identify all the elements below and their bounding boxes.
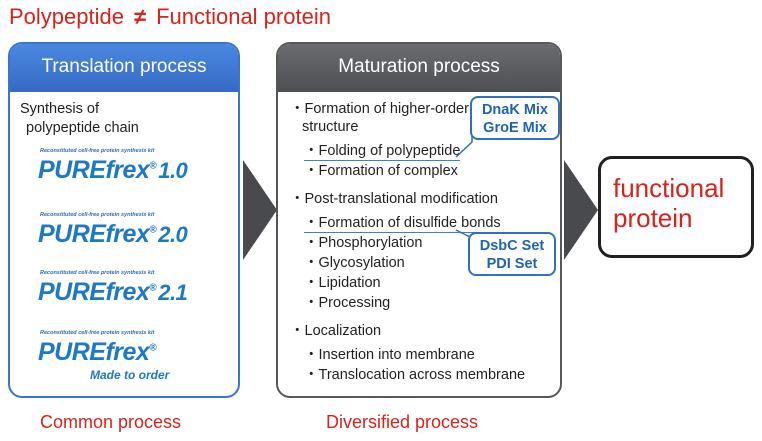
ptm-heading: ・Post-translational modification <box>290 191 498 207</box>
kit-subtext: Made to order <box>90 368 170 382</box>
kit-version: 1.0 <box>158 158 188 183</box>
translocation-item: ・Translocation across membrane <box>304 367 526 383</box>
membrane-insertion-item: ・Insertion into membrane <box>304 347 475 363</box>
callout1-connector <box>455 134 473 158</box>
result-line2: protein <box>613 203 693 233</box>
higher-order-structure-heading: ・Formation of higher-order <box>290 101 469 117</box>
kit-brand-name: PUREfrex <box>38 220 150 248</box>
translation-subtitle-line1: Synthesis of <box>20 101 99 117</box>
processing-item: ・Processing <box>304 295 391 311</box>
common-process-label: Common process <box>40 412 182 432</box>
arrow-right-icon <box>243 160 277 260</box>
purefrex-2-1-logo: Reconstituted cell-free protein synthesi… <box>38 270 228 322</box>
kit-version: 2.0 <box>158 222 188 247</box>
headline-right: Functional protein <box>156 4 331 29</box>
kit-brand: PUREfrex® <box>38 338 157 366</box>
callout-dnak: DnaK Mix <box>481 102 549 118</box>
callout-groe: GroE Mix <box>483 120 547 136</box>
result-line1: functional <box>613 173 725 203</box>
kit-tagline: Reconstituted cell-free protein synthesi… <box>40 330 155 336</box>
arrow-right-icon <box>564 160 598 260</box>
glycosylation-item: ・Glycosylation <box>304 255 405 271</box>
kit-tagline: Reconstituted cell-free protein synthesi… <box>40 148 155 154</box>
headline-left: Polypeptide <box>9 4 124 29</box>
not-equal-sign: ≠ <box>133 4 147 29</box>
kit-brand-name: PUREfrex <box>38 338 150 366</box>
kit-tagline: Reconstituted cell-free protein synthesi… <box>40 212 155 218</box>
complex-item: ・Formation of complex <box>304 163 458 179</box>
kit-brand-name: PUREfrex <box>38 156 150 184</box>
phosphorylation-item: ・Phosphorylation <box>304 235 423 251</box>
kit-tagline: Reconstituted cell-free protein synthesi… <box>40 270 155 276</box>
translation-process-box: Translation process Synthesis of polypep… <box>8 42 240 398</box>
localization-heading: ・Localization <box>290 323 382 339</box>
higher-order-structure-heading-cont: structure <box>302 119 359 135</box>
functional-protein-label: functional protein <box>613 173 724 233</box>
folding-item-text: ・Folding of polypeptide <box>304 143 461 161</box>
callout-pdi: PDI Set <box>486 256 538 272</box>
headline: Polypeptide ≠ Functional protein <box>9 4 331 30</box>
kit-version: 2.1 <box>158 280 188 305</box>
kit-brand: PUREfrex®2.0 <box>38 220 188 248</box>
dnak-groe-callout: DnaK Mix GroE Mix <box>470 96 560 140</box>
disulfide-item-text: ・Formation of disulfide bonds <box>304 215 501 233</box>
lipidation-item: ・Lipidation <box>304 275 381 291</box>
translation-subtitle: Synthesis of polypeptide chain <box>20 100 139 138</box>
kit-brand-name: PUREfrex <box>38 278 150 306</box>
maturation-process-title: Maturation process <box>278 44 560 92</box>
kit-brand: PUREfrex®1.0 <box>38 156 188 184</box>
purefrex-2-0-logo: Reconstituted cell-free protein synthesi… <box>38 212 228 264</box>
functional-protein-box: functional protein <box>598 156 754 258</box>
purefrex-1-0-logo: Reconstituted cell-free protein synthesi… <box>38 148 228 200</box>
callout-dsbc: DsbC Set <box>479 238 545 254</box>
translation-process-title: Translation process <box>10 44 238 92</box>
kit-brand: PUREfrex®2.1 <box>38 278 188 306</box>
folding-item: ・Folding of polypeptide <box>304 142 461 161</box>
diversified-process-label: Diversified process <box>326 412 479 432</box>
disulfide-item: ・Formation of disulfide bonds <box>304 214 501 233</box>
purefrex-made-to-order-logo: Reconstituted cell-free protein synthesi… <box>38 330 228 382</box>
dsbc-pdi-callout: DsbC Set PDI Set <box>468 232 556 276</box>
translation-subtitle-line2: polypeptide chain <box>26 120 139 136</box>
